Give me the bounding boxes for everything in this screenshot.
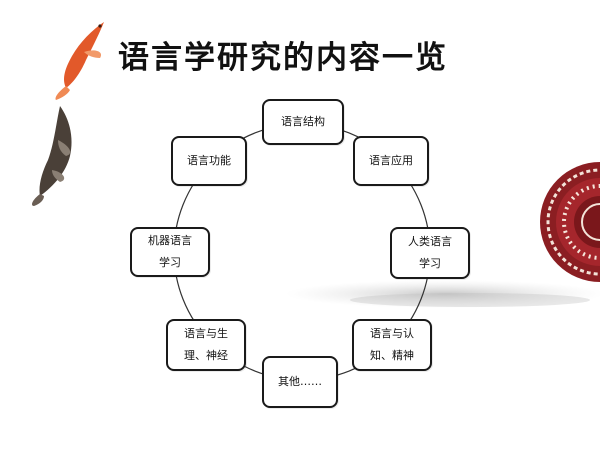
node-label: 语言与认 知、精神 xyxy=(370,327,414,362)
page-title: 语言学研究的内容一览 xyxy=(118,40,448,76)
node-language-cognition: 语言与认 知、精神 xyxy=(352,319,432,371)
node-label: 人类语言 学习 xyxy=(408,235,452,270)
node-language-function: 语言功能 xyxy=(171,136,247,186)
node-label: 语言功能 xyxy=(187,154,231,167)
node-label: 语言结构 xyxy=(281,115,325,128)
node-language-structure: 语言结构 xyxy=(262,99,344,145)
node-label: 语言与生 理、神经 xyxy=(184,327,228,362)
decorative-plate-icon xyxy=(540,162,600,282)
node-label: 其他…… xyxy=(278,375,322,388)
koi-fish-orange-icon xyxy=(55,22,104,100)
node-other: 其他…… xyxy=(262,356,338,408)
node-label: 机器语言 学习 xyxy=(148,234,192,269)
node-language-application: 语言应用 xyxy=(353,136,429,186)
node-label: 语言应用 xyxy=(369,154,413,167)
node-human-language-learning: 人类语言 学习 xyxy=(390,227,470,279)
node-language-physiology: 语言与生 理、神经 xyxy=(166,319,246,371)
ink-wash-icon xyxy=(285,280,600,308)
node-machine-language-learning: 机器语言 学习 xyxy=(130,227,210,277)
koi-fish-gray-icon xyxy=(32,106,72,206)
